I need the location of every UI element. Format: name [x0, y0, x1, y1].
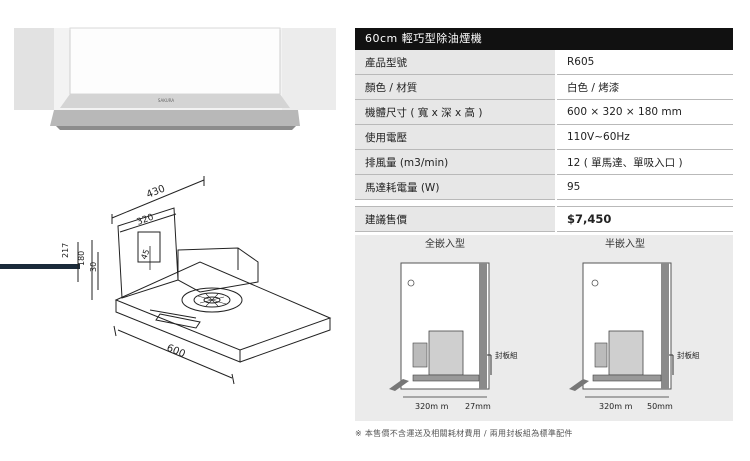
footnote: ※ 本售價不含運送及相關耗材費用 / 兩用封板組為標準配件 [355, 429, 573, 438]
full-embed-depth: 320m m [415, 402, 449, 411]
table-row: 馬達耗電量 (W) 95 [355, 174, 733, 200]
brand-logo: SAKURA [158, 98, 174, 103]
technical-drawing [77, 176, 332, 385]
full-embed-panel-label: 封板組 [495, 350, 518, 360]
half-embed-depth: 320m m [599, 402, 633, 411]
dim-320: 320 [136, 212, 156, 227]
spec-value: R605 [556, 50, 733, 75]
table-row: 排風量 (m3/min) 12 ( 單馬達、單吸入口 ) [355, 149, 733, 175]
table-row: 顏色 / 材質 白色 / 烤漆 [355, 74, 733, 100]
dim-45: 45 [139, 248, 151, 261]
spec-label: 排風量 (m3/min) [355, 149, 557, 175]
full-embed-diagram: 全嵌入型 封板組 320m m 27mm [389, 237, 518, 411]
spec-label: 使用電壓 [355, 124, 557, 150]
price-label: 建議售價 [355, 206, 557, 232]
table-row: 使用電壓 110V~60Hz [355, 124, 733, 150]
half-embed-diagram: 半嵌入型 封板組 320m m 50mm [569, 237, 700, 411]
half-embed-title: 半嵌入型 [605, 237, 645, 250]
duct-bar [0, 264, 80, 269]
full-embed-gap: 27mm [465, 402, 491, 411]
dim-180: 180 [77, 251, 86, 266]
product-photo: SAKURA [14, 27, 336, 130]
spec-title: 60cm 輕巧型除油煙機 [355, 28, 733, 50]
spec-table: 60cm 輕巧型除油煙機 產品型號 R605 顏色 / 材質 白色 / 烤漆 機… [355, 28, 733, 232]
spec-rows: 產品型號 R605 顏色 / 材質 白色 / 烤漆 機體尺寸 ( 寬 x 深 x… [355, 50, 733, 232]
price-value: $7,450 [556, 206, 733, 232]
dim-600: 600 [165, 343, 187, 361]
spec-label: 產品型號 [355, 50, 557, 75]
spec-value: 白色 / 烤漆 [556, 74, 733, 100]
spec-value: 110V~60Hz [556, 124, 733, 150]
half-embed-gap: 50mm [647, 402, 673, 411]
installation-svg: 全嵌入型 封板組 320m m 27mm 半嵌入型 [389, 237, 700, 411]
dim-430: 430 [145, 183, 167, 200]
spec-value: 12 ( 單馬達、單吸入口 ) [556, 149, 733, 175]
product-illustration: SAKURA [0, 0, 345, 457]
spec-value: 95 [556, 174, 733, 200]
full-embed-title: 全嵌入型 [425, 237, 465, 250]
table-row: 機體尺寸 ( 寬 x 深 x 高 ) 600 × 320 × 180 mm [355, 99, 733, 125]
dim-217: 217 [61, 243, 70, 258]
table-row: 產品型號 R605 [355, 50, 733, 75]
spec-label: 馬達耗電量 (W) [355, 174, 557, 200]
price-row: 建議售價 $7,450 [355, 206, 733, 232]
dim-30: 30 [89, 262, 98, 272]
half-embed-panel-label: 封板組 [677, 350, 700, 360]
installation-diagrams: 全嵌入型 封板組 320m m 27mm 半嵌入型 [355, 235, 733, 421]
spec-label: 顏色 / 材質 [355, 74, 557, 100]
spec-label: 機體尺寸 ( 寬 x 深 x 高 ) [355, 99, 557, 125]
spec-value: 600 × 320 × 180 mm [556, 99, 733, 125]
table-gap [355, 199, 733, 207]
hood-drawing: SAKURA [0, 27, 336, 385]
